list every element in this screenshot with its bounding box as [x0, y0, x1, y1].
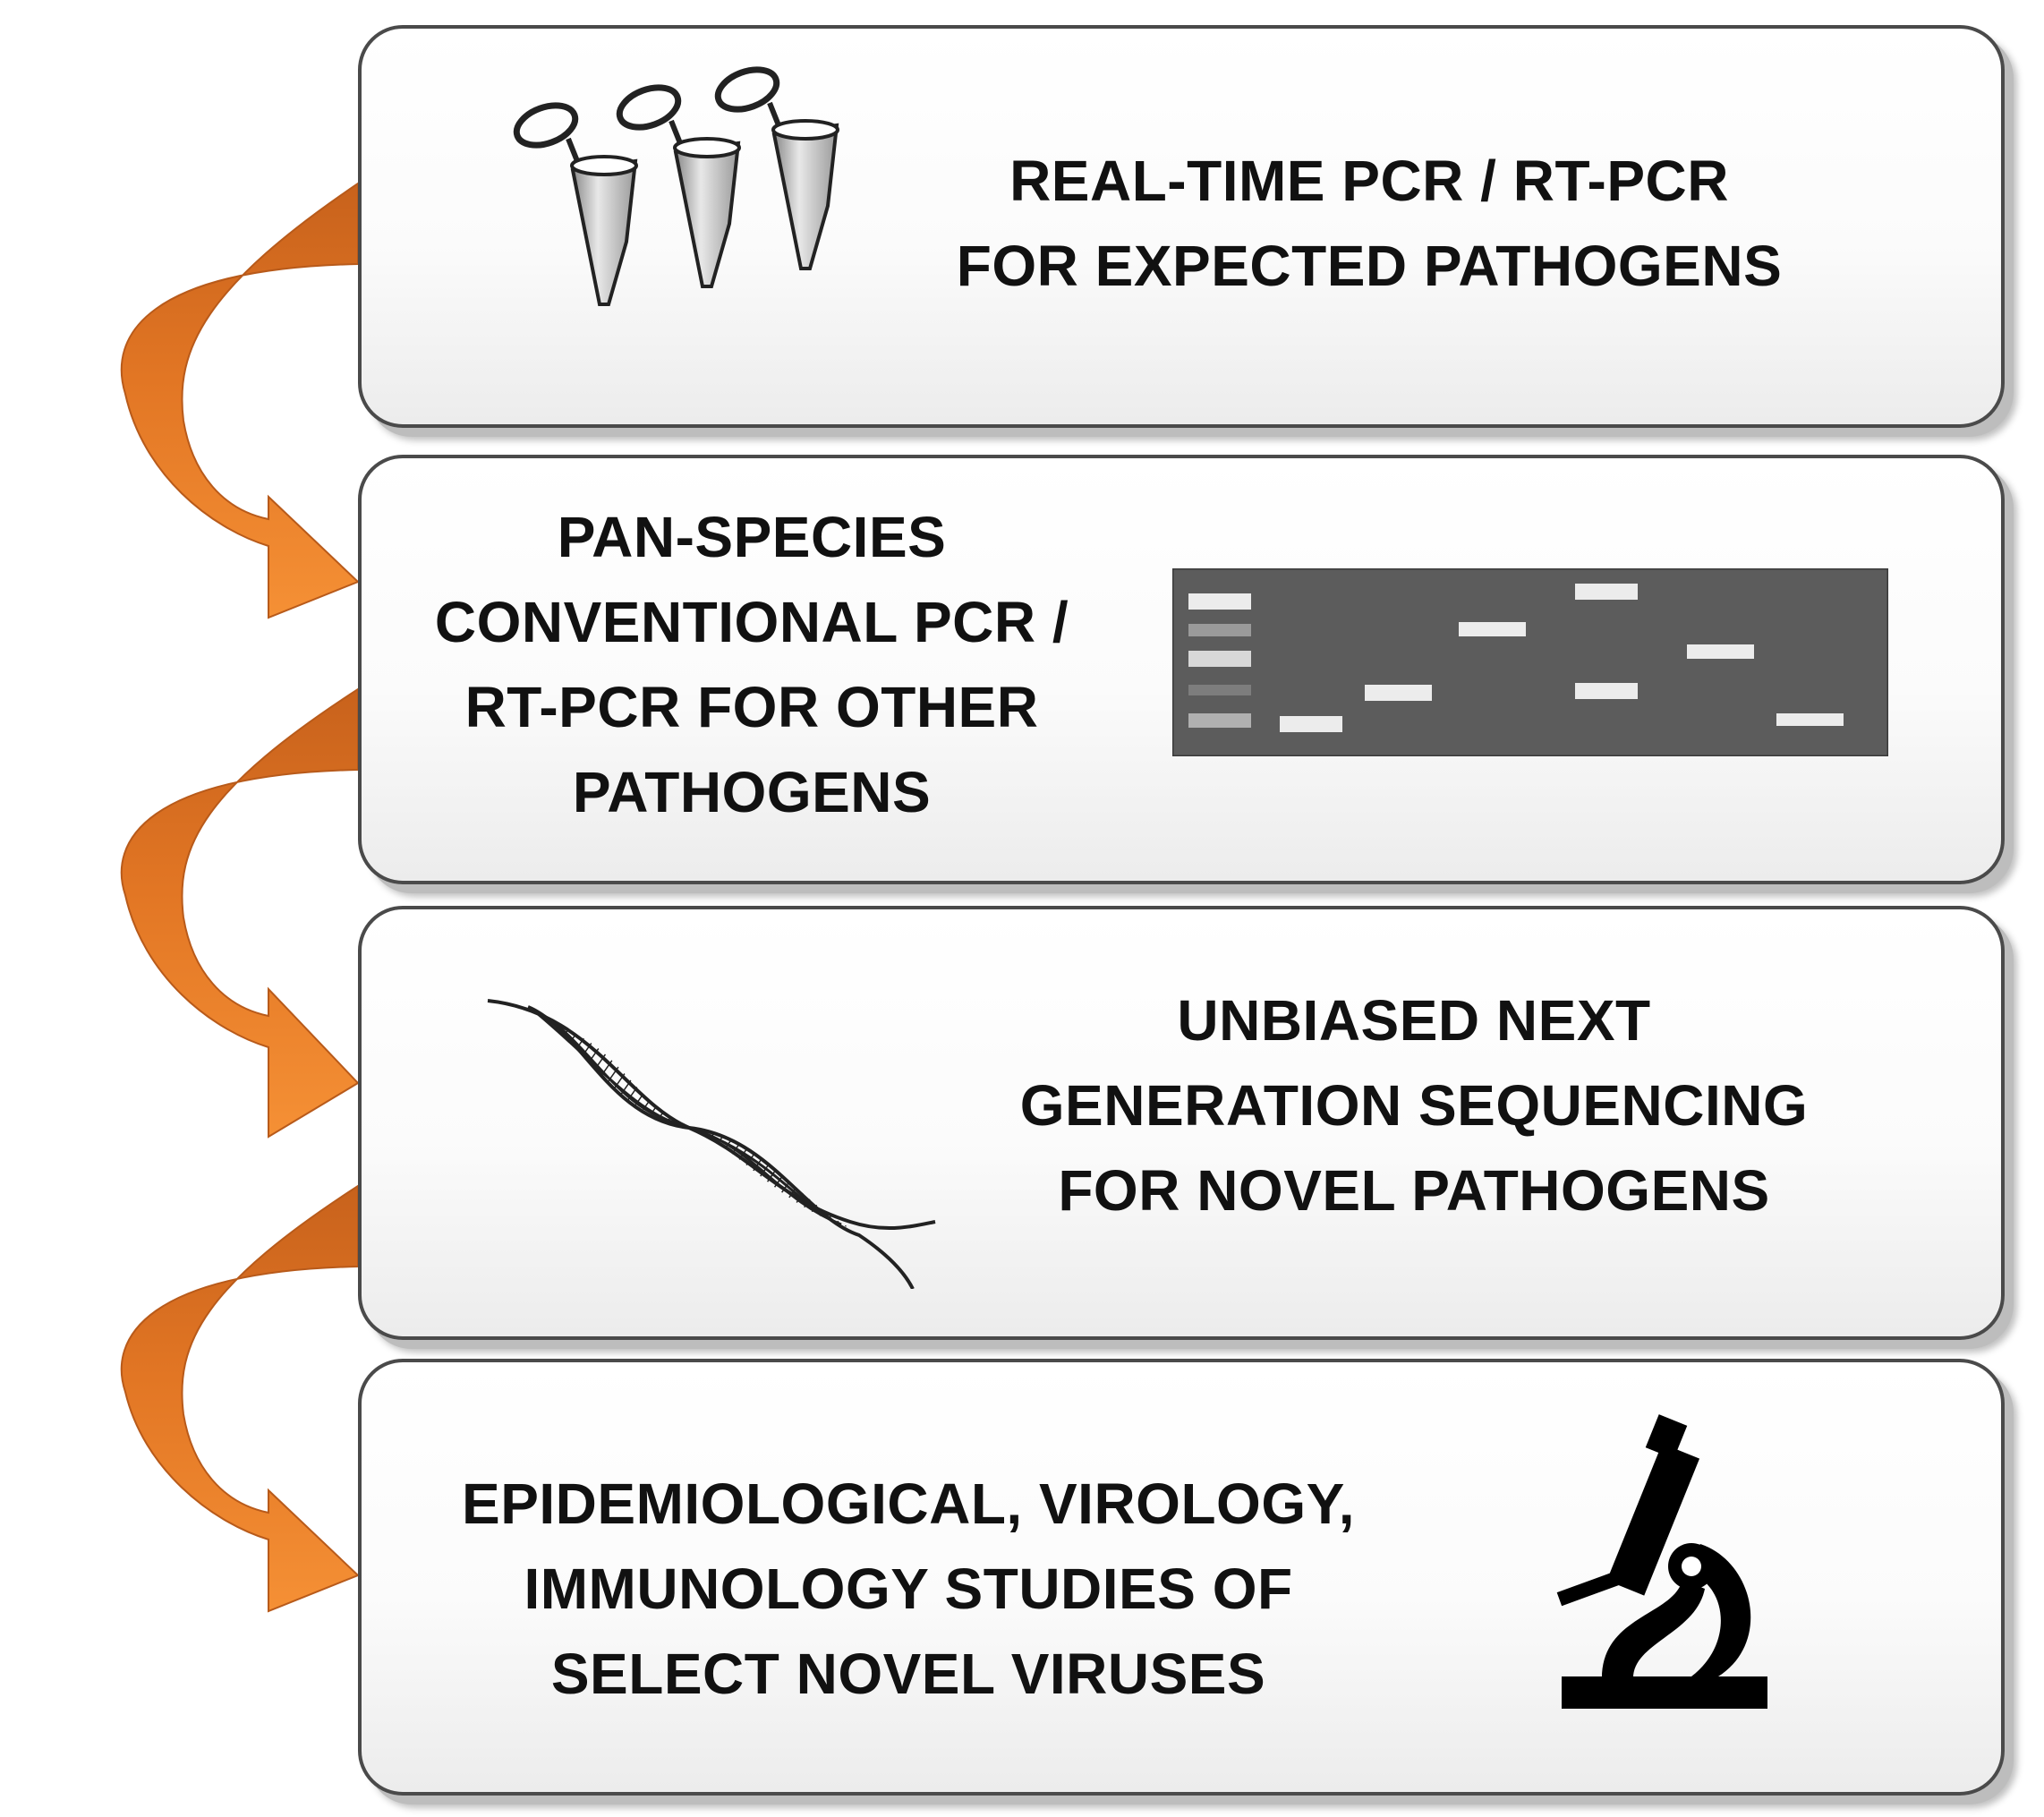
- step-4-line-1: EPIDEMIOLOGICAL, VIROLOGY,: [462, 1472, 1355, 1536]
- curved-arrow-2-to-3: [120, 687, 360, 1139]
- gel-band: [1776, 713, 1844, 726]
- curved-arrow-1-to-2: [120, 182, 360, 619]
- gel-electrophoresis-icon: [1172, 568, 1888, 756]
- step-4-label: EPIDEMIOLOGICAL, VIROLOGY, IMMUNOLOGY ST…: [394, 1462, 1423, 1717]
- step-4-line-2: IMMUNOLOGY STUDIES OF: [524, 1557, 1293, 1621]
- step-1-line-2: FOR EXPECTED PATHOGENS: [956, 234, 1783, 298]
- gel-band: [1280, 716, 1342, 732]
- gel-band: [1365, 685, 1432, 701]
- pcr-tubes-icon: [513, 66, 839, 306]
- step-1-line-1: REAL-TIME PCR / RT-PCR: [1009, 149, 1729, 213]
- step-2-label: PAN-SPECIES CONVENTIONAL PCR / RT-PCR FO…: [376, 495, 1128, 835]
- dna-helix-icon: [487, 999, 936, 1289]
- pcr-tube: [714, 66, 839, 270]
- gel-band: [1687, 644, 1754, 659]
- step-2-line-1: PAN-SPECIES: [557, 505, 947, 569]
- pcr-tube: [513, 102, 638, 306]
- step-3-label: UNBIASED NEXT GENERATION SEQUENCING FOR …: [940, 978, 1888, 1233]
- step-3-line-2: GENERATION SEQUENCING: [1019, 1073, 1809, 1138]
- step-2-line-4: PATHOGENS: [572, 760, 932, 824]
- gel-band: [1459, 622, 1526, 636]
- gel-band: [1188, 713, 1251, 728]
- step-2-line-3: RT-PCR FOR OTHER: [464, 675, 1039, 739]
- gel-band: [1575, 584, 1638, 600]
- step-3-line-3: FOR NOVEL PATHOGENS: [1058, 1158, 1770, 1223]
- gel-band: [1575, 683, 1638, 699]
- gel-band: [1188, 593, 1251, 610]
- step-box-3: [358, 906, 2005, 1340]
- step-3-line-1: UNBIASED NEXT: [1177, 988, 1651, 1053]
- pcr-tube: [616, 84, 741, 288]
- step-4-line-3: SELECT NOVEL VIRUSES: [550, 1642, 1266, 1706]
- gel-band: [1188, 624, 1251, 636]
- step-1-label: REAL-TIME PCR / RT-PCR FOR EXPECTED PATH…: [895, 139, 1844, 309]
- gel-band: [1188, 685, 1251, 695]
- step-2-line-2: CONVENTIONAL PCR /: [434, 590, 1069, 654]
- curved-arrow-3-to-4: [120, 1184, 360, 1613]
- microscope-icon: [1556, 1414, 1767, 1709]
- gel-band: [1188, 651, 1251, 667]
